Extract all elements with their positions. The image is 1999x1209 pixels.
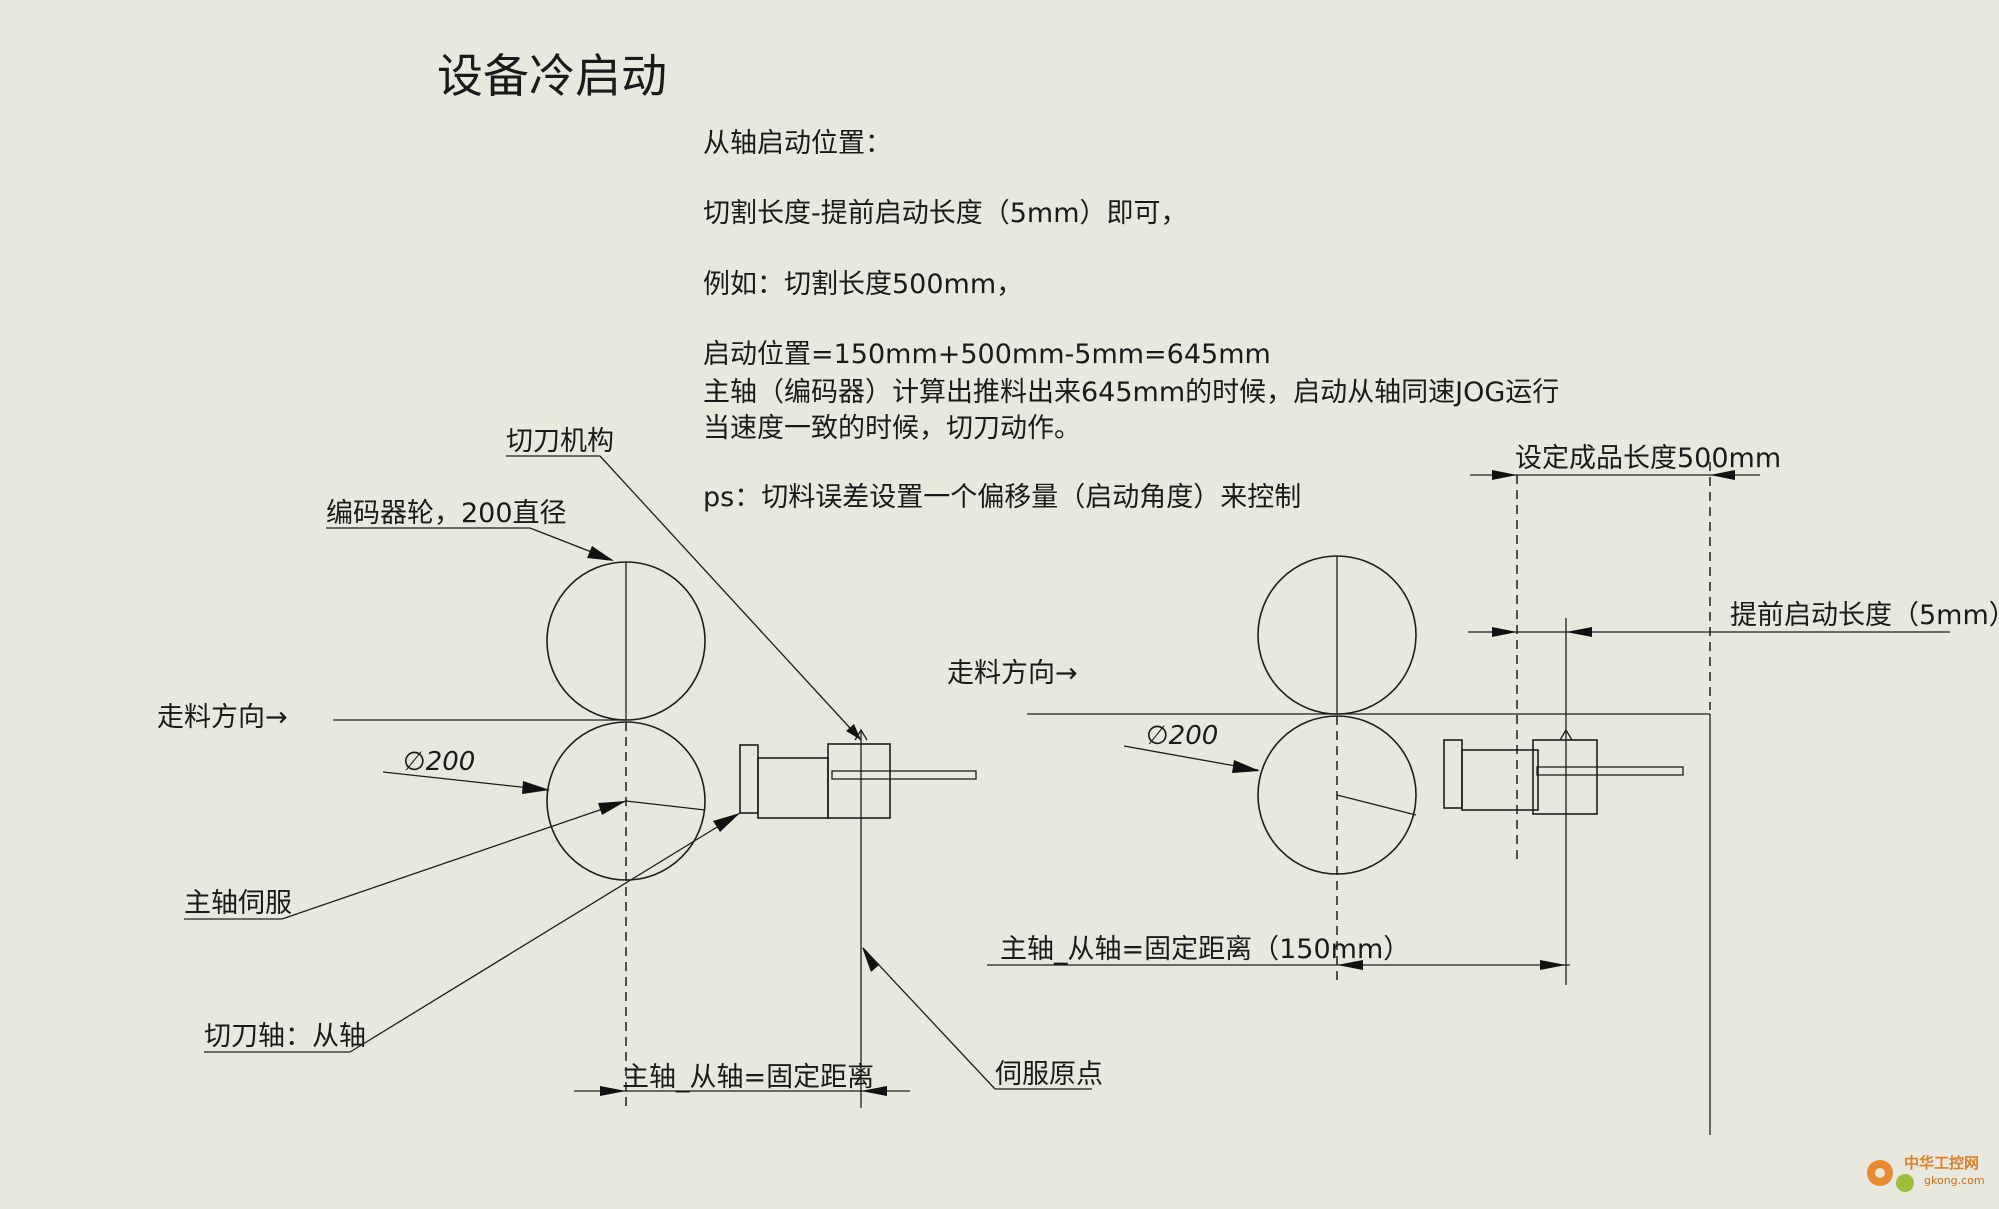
note-line-4: 启动位置=150mm+500mm-5mm=645mm	[703, 339, 1271, 370]
dim-advance-start-arrow-right	[1566, 627, 1592, 637]
label-advance-start: 提前启动长度（5mm）	[1730, 600, 1999, 631]
note-line-5: 主轴（编码器）计算出推料出来645mm的时候，启动从轴同速JOG运行	[703, 377, 1559, 408]
watermark-name: 中华工控网	[1904, 1154, 1979, 1172]
right-cutter-block	[1532, 739, 1598, 815]
leader-cutter-axis	[349, 812, 741, 1053]
left-motor-flange	[739, 744, 759, 814]
label-left-feed-direction: 走料方向→	[157, 702, 288, 733]
label-main-servo: 主轴伺服	[184, 888, 292, 919]
arrow-left-diameter	[522, 781, 550, 794]
dim-right-fixed-arrow-left	[1337, 960, 1363, 970]
arrow-main-servo	[598, 801, 626, 815]
label-encoder-wheel: 编码器轮，200直径	[326, 498, 567, 529]
arrow-right-diameter	[1232, 760, 1260, 773]
right-radius-line	[1336, 794, 1417, 816]
notes-block: 从轴启动位置： 切割长度-提前启动长度（5mm）即可， 例如：切割长度500mm…	[703, 128, 1559, 513]
left-dim-arrow-left	[600, 1086, 626, 1096]
label-servo-origin: 伺服原点	[995, 1059, 1103, 1090]
arrow-cutter-mechanism	[846, 724, 861, 740]
dim-advance-start-arrow-left	[1492, 627, 1517, 637]
left-motor-body	[757, 757, 829, 819]
right-motor-flange	[1443, 739, 1463, 809]
watermark-site: gkong.com	[1924, 1174, 1985, 1187]
left-dim-arrow-right	[861, 1086, 887, 1096]
right-cutter-tip	[1559, 728, 1573, 741]
note-line-7: ps：切料误差设置一个偏移量（启动角度）来控制	[703, 482, 1301, 513]
note-line-1: 从轴启动位置：	[703, 128, 892, 159]
leader-main-servo	[281, 800, 627, 920]
arrow-encoder-wheel	[587, 546, 614, 561]
dim-right-fixed-arrow-right	[1540, 960, 1566, 970]
label-left-diameter: ∅200	[403, 747, 475, 777]
leader-cutter-mechanism	[599, 455, 862, 741]
right-cutter-shaft	[1536, 766, 1684, 776]
label-right-feed-direction: 走料方向→	[947, 658, 1078, 689]
label-cutter-mechanism: 切刀机构	[506, 426, 614, 457]
gear-icon-small	[1896, 1174, 1914, 1192]
label-right-fixed-distance: 主轴_从轴=固定距离（150mm）	[1000, 934, 1410, 965]
dim-product-length-arrow-right	[1710, 470, 1735, 480]
label-left-fixed-distance: 主轴_从轴=固定距离	[622, 1062, 874, 1093]
right-view: 设定成品长度500mm 提前启动长度（5mm） 走料方向→ ∅200 主轴_从轴…	[947, 443, 1999, 1135]
label-cutter-axis: 切刀轴：从轴	[204, 1021, 366, 1052]
right-motor-body	[1461, 749, 1539, 811]
note-line-2: 切割长度-提前启动长度（5mm）即可，	[703, 198, 1188, 229]
arrow-cutter-axis	[713, 813, 740, 832]
label-product-length: 设定成品长度500mm	[1515, 443, 1781, 474]
label-right-diameter: ∅200	[1146, 721, 1218, 751]
gear-icon-hole	[1875, 1168, 1885, 1178]
arrow-servo-origin	[862, 947, 879, 972]
left-view: 切刀机构 编码器轮，200直径 走料方向→ ∅200 主轴伺服 切刀轴：从轴 伺…	[157, 426, 1103, 1108]
note-line-3: 例如：切割长度500mm，	[703, 269, 1023, 300]
left-cutter-block	[827, 743, 891, 819]
note-line-6: 当速度一致的时候，切刀动作。	[703, 413, 1081, 444]
watermark-logo: 中华工控网 gkong.com	[1867, 1154, 1985, 1192]
dim-product-length-arrow-left	[1492, 470, 1517, 480]
leader-servo-origin	[862, 947, 996, 1090]
leader-left-diameter	[382, 771, 549, 791]
left-radius-line	[625, 800, 706, 811]
left-cutter-shaft	[831, 770, 977, 780]
drawing-title: 设备冷启动	[437, 49, 667, 103]
